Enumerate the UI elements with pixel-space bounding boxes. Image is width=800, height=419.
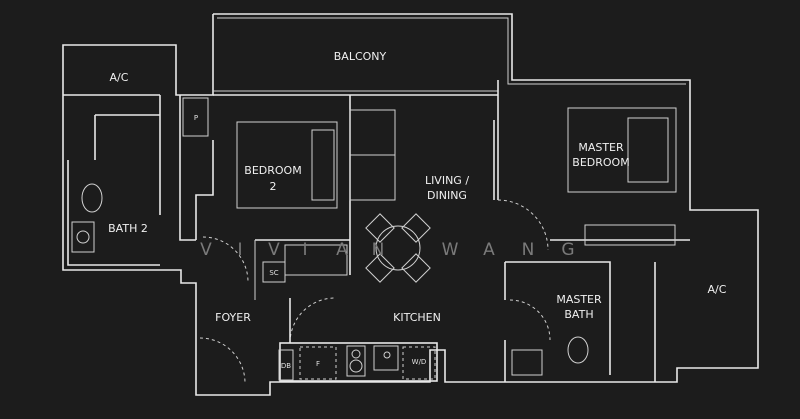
master-bath-label-2: BATH <box>564 308 593 321</box>
kitchen-label: KITCHEN <box>393 311 441 324</box>
watermark-letter: V <box>268 240 280 260</box>
master-bedroom-label-1: MASTER <box>578 141 624 154</box>
walls <box>62 13 759 396</box>
watermark-letter: W <box>442 240 459 260</box>
bedroom2-label: BEDROOM <box>244 164 301 177</box>
dining-label: DINING <box>427 189 467 202</box>
sc-label: SC <box>269 269 278 277</box>
watermark-letter: A <box>483 240 495 260</box>
ac-left-label: A/C <box>110 71 129 84</box>
master-bedroom-label-2: BEDROOM <box>572 156 629 169</box>
watermark-letter: N <box>372 240 385 260</box>
master-bath-label-1: MASTER <box>556 293 602 306</box>
bedroom2-number: 2 <box>270 180 277 193</box>
balcony-label: BALCONY <box>334 50 387 63</box>
room-labels: BALCONY A/C A/C BEDROOM 2 LIVING / DININ… <box>108 50 727 324</box>
fridge-label: F <box>316 360 320 368</box>
watermark-letter: G <box>561 240 574 260</box>
p-label: P <box>194 114 198 122</box>
db-label: DB <box>281 362 291 370</box>
ac-right-label: A/C <box>708 283 727 296</box>
watermark-letter: V <box>200 240 212 260</box>
fixture-labels: P SC DB F W/D <box>194 114 426 370</box>
watermark-letter: A <box>336 240 348 260</box>
bath2-label: BATH 2 <box>108 222 148 235</box>
foyer-label: FOYER <box>215 311 251 324</box>
living-label: LIVING / <box>425 174 469 187</box>
washer-dryer-label: W/D <box>412 358 427 366</box>
watermark-letter: I <box>237 240 242 260</box>
watermark-letter: I <box>302 240 307 260</box>
watermark: V I V I A N W A N G <box>200 240 574 260</box>
watermark-letter: N <box>522 240 535 260</box>
